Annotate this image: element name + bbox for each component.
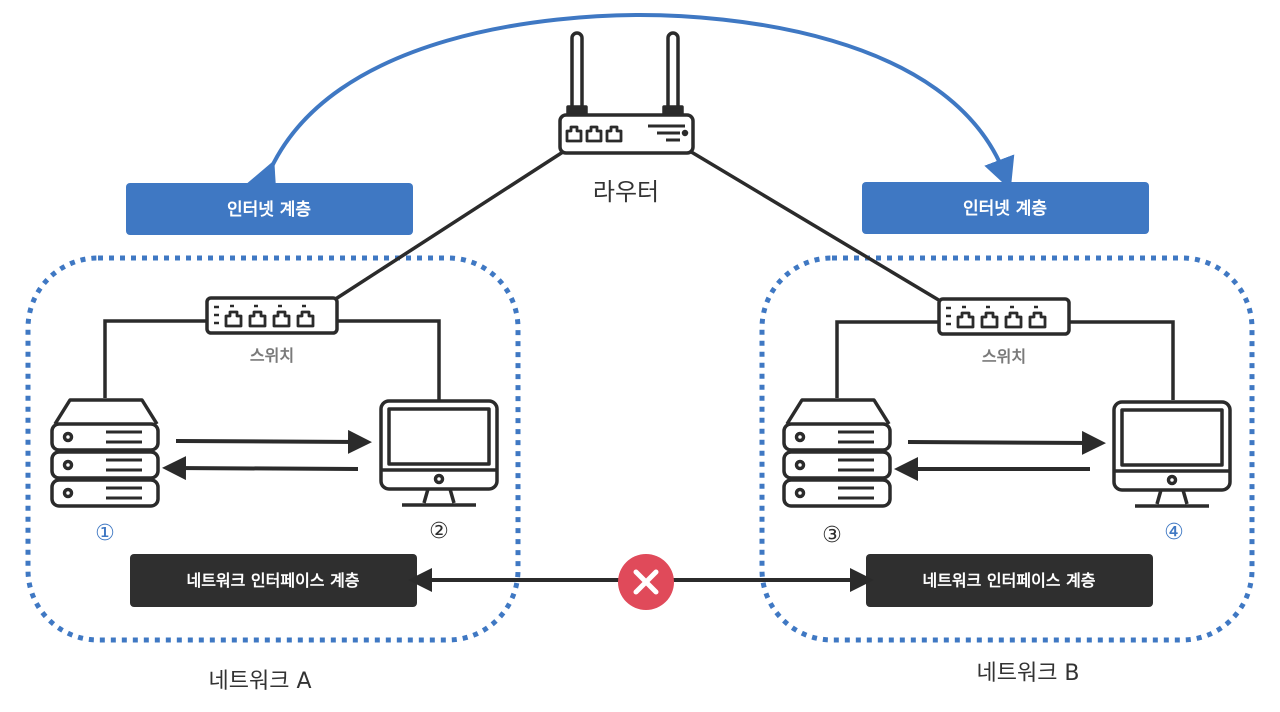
switch-icon — [205, 296, 339, 335]
internet-layer-label-right: 인터넷 계층 — [963, 199, 1047, 219]
interface-layer-label-right: 네트워크 인터페이스 계층 — [922, 571, 1095, 590]
cable-router-switch-b — [687, 148, 943, 304]
cable-switch-server-b — [835, 320, 940, 398]
interface-layer-label-left: 네트워크 인터페이스 계층 — [186, 571, 359, 590]
server-number: ③ — [822, 523, 842, 548]
cable-switch-pc-b — [1069, 320, 1175, 400]
internet-layer-box-left: 인터넷 계층 — [126, 183, 413, 235]
internet-layer-label-left: 인터넷 계층 — [227, 200, 311, 220]
close-icon — [618, 554, 674, 610]
data-flow-arrow-right — [175, 429, 372, 454]
network-name: 네트워크 B — [976, 661, 1079, 686]
router-label: 라우터 — [593, 178, 659, 206]
cable-router-switch-a — [333, 148, 567, 302]
interface-layer-box-left — [130, 554, 417, 607]
interface-layer-box-right — [866, 554, 1153, 607]
computer-icon — [379, 399, 499, 507]
switch-icon — [937, 297, 1071, 336]
server-icon — [782, 398, 892, 508]
computer-number: ② — [429, 519, 449, 544]
cable-switch-pc-a — [337, 319, 441, 400]
server-number: ① — [95, 521, 115, 546]
server-icon — [50, 398, 160, 508]
network-a: 스위치 ① ② 네트워크 인터페이스 계층 네트워크 — [50, 296, 499, 694]
network-b: 스위치 ③ ④ 네트워크 인터페이스 계층 네트워크 B — [782, 297, 1232, 686]
data-flow-arrow-left — [162, 456, 359, 481]
data-flow-arrow-right — [907, 430, 1106, 455]
cable-switch-server-a — [103, 319, 207, 398]
switch-label: 스위치 — [982, 347, 1026, 366]
switch-label: 스위치 — [250, 346, 294, 365]
computer-number: ④ — [1164, 520, 1184, 545]
internet-layer-link-arc — [246, 12, 1015, 197]
internet-layer-box-right: 인터넷 계층 — [862, 182, 1149, 234]
router-icon — [558, 31, 695, 155]
network-name: 네트워크 A — [208, 669, 311, 694]
computer-icon — [1112, 400, 1232, 508]
